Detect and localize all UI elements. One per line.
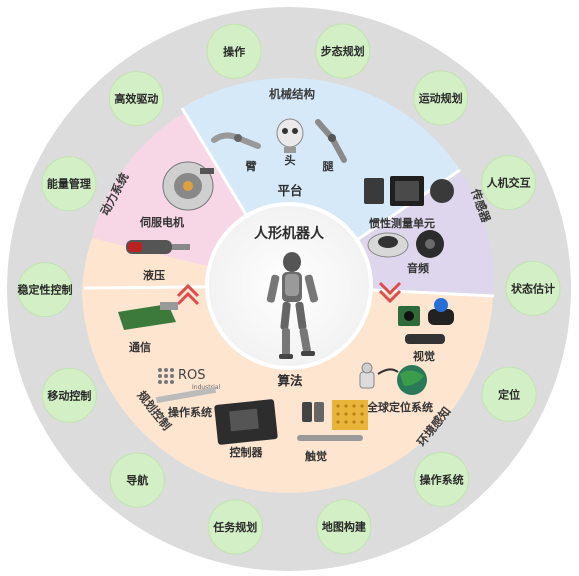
microphone-icon [367,230,444,258]
gps-globe-icon [359,362,427,395]
category-algorithm: 算法 [277,373,303,388]
capability-bubble: 操作 [206,23,262,79]
label-imu: 惯性测量单元 [369,216,435,230]
sector-mechanical [182,77,460,286]
category-platform: 平台 [277,183,302,198]
capability-bubble-label: 人机交互 [487,176,531,190]
capability-bubble-label: 移动控制 [47,388,91,402]
capability-bubble-label: 能量管理 [47,177,91,191]
center-title: 人形机器人 [254,225,325,242]
capability-bubble-label: 导航 [126,473,148,487]
imu-icon [364,176,454,206]
label-vision: 视觉 [413,349,435,363]
label-controller: 控制器 [230,445,264,459]
hydraulic-icon [126,240,190,254]
label-servo: 伺服电机 [139,215,184,229]
capability-bubble-label: 定位 [498,387,520,401]
label-os: 操作系统 [168,405,212,419]
capability-bubble-circle [316,499,372,555]
capability-bubble: 运动规划 [413,70,469,126]
comm-card-icon [118,302,178,330]
capability-bubble-circle [17,262,73,318]
arm-icon [211,132,261,149]
ros-logo-icon: ROS Industrial [155,368,220,404]
capability-bubble-circle [481,366,537,422]
label-touch: 触觉 [304,449,327,463]
capability-bubble: 能量管理 [41,156,97,212]
capability-bubble-circle [315,23,371,79]
capability-bubble: 高效驱动 [108,71,164,127]
down-arrow-icon [378,281,402,304]
label-hydraulic: 液压 [143,268,165,282]
capability-bubble: 定位 [481,366,537,422]
tactile-sensor-icon [297,400,368,441]
capability-bubble-label: 稳定性控制 [18,283,73,297]
humanoid-robot-icon [266,252,319,359]
capability-bubble: 操作系统 [414,451,470,507]
capability-bubble-circle [207,499,263,555]
capability-bubble-label: 高效驱动 [114,92,158,106]
capability-bubble-label: 步态规划 [321,44,365,58]
capability-bubble-circle [481,155,537,211]
camera-icon [398,298,454,344]
capability-bubble-label: 地图构建 [322,520,367,534]
capability-bubble: 步态规划 [315,23,371,79]
label-comm: 通信 [129,340,151,354]
capability-bubble: 任务规划 [207,499,263,555]
ros-logo-subtext: Industrial [192,384,220,391]
controller-board-icon [214,399,278,445]
capability-bubble-label: 任务规划 [212,520,257,534]
capability-bubble-circle [108,71,164,127]
capability-bubble-label: 操作系统 [420,472,464,486]
capability-bubble-circle [413,70,469,126]
robot-head-icon [276,118,304,153]
capability-bubble-circle [505,260,561,316]
label-arm: 臂 [246,159,257,173]
capability-bubble-circle [41,367,97,423]
capability-bubble: 稳定性控制 [17,262,73,318]
label-audio: 音频 [407,261,429,275]
ros-logo-text: ROS [178,368,206,383]
capability-bubble: 状态估计 [505,260,561,316]
capability-bubble: 导航 [109,452,165,508]
capability-bubble: 移动控制 [41,367,97,423]
robot-leg-icon [315,119,347,163]
capability-bubble-circle [41,156,97,212]
capability-bubble-circle [206,23,262,79]
capability-bubble-circle [109,452,165,508]
capability-bubble: 人机交互 [481,155,537,211]
up-arrow-icon [176,283,200,306]
capability-bubble: 地图构建 [316,499,372,555]
servo-motor-icon [162,161,214,211]
label-leg: 腿 [323,160,335,173]
label-head: 头 [285,153,296,167]
sector-label-mechanical: 机械结构 [269,87,315,101]
capability-bubble-circle [414,451,470,507]
capability-bubble-label: 状态估计 [511,281,555,295]
label-gps: 全球定位系统 [366,400,433,414]
capability-bubble-label: 操作 [223,44,245,58]
capability-bubble-label: 运动规划 [419,91,463,105]
